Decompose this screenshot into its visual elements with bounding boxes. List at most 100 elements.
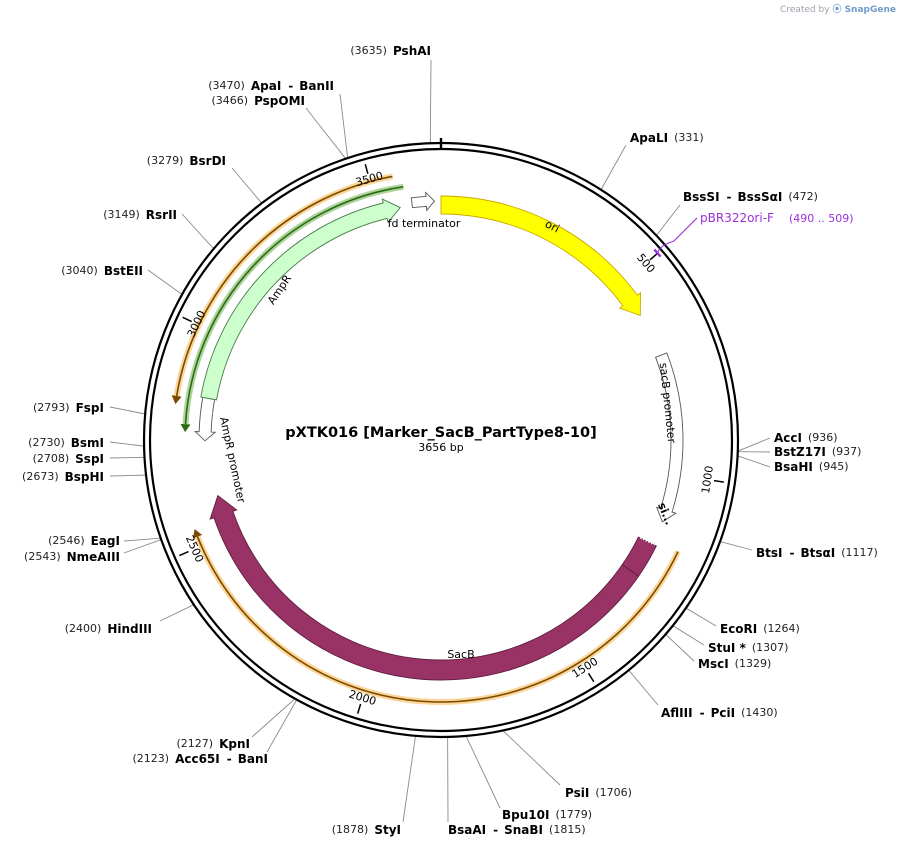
feature-sacb[interactable] <box>209 494 640 681</box>
enzyme-name: BstZ17I <box>774 445 826 459</box>
site-position: (3149) <box>103 208 140 221</box>
enzyme-name: KpnI <box>219 737 250 751</box>
leader-2730 <box>109 441 145 447</box>
tick-1500 <box>587 672 595 683</box>
site-label-472[interactable]: BssSI-BssSαI(472) <box>683 190 818 204</box>
orf-0[interactable] <box>196 536 679 703</box>
enzyme-name: BsrDI <box>189 154 226 168</box>
site-position: (2708) <box>33 452 70 465</box>
site-label-1264[interactable]: EcoRI(1264) <box>720 622 800 636</box>
leader-3279 <box>231 167 263 204</box>
site-label-3040[interactable]: (3040)BstEII <box>61 264 143 278</box>
feature-junction-mark <box>639 537 655 546</box>
site-position: (2400) <box>65 622 102 635</box>
feature-sacb-promoter[interactable] <box>655 352 684 523</box>
site-position: (1307) <box>752 641 789 654</box>
enzyme-name: BanI <box>238 752 268 766</box>
enzyme-name: EagI <box>91 534 120 548</box>
site-label-1779[interactable]: Bpu10I (1779) <box>502 808 592 822</box>
site-label-1430[interactable]: AflIII-PciI(1430) <box>661 706 778 720</box>
tick-500 <box>649 252 659 261</box>
tick-label-2500: 2500 <box>183 533 206 564</box>
enzyme-name: ApaLI <box>630 131 668 145</box>
orf-1[interactable] <box>175 175 393 397</box>
site-label-1815[interactable]: BsaAI-SnaBI(1815) <box>448 823 586 837</box>
leader-2400 <box>159 604 195 622</box>
site-position: (1706) <box>595 786 632 799</box>
enzyme-name: PciI <box>711 706 736 720</box>
feature-fd-terminator[interactable] <box>410 191 436 212</box>
site-position: (3470) <box>208 79 245 92</box>
leader-2673 <box>109 474 147 477</box>
site-position: (1329) <box>735 657 772 670</box>
site-label-2546[interactable]: (2546)EagI <box>48 534 120 548</box>
site-label-2127[interactable]: (2127) KpnI <box>177 737 250 751</box>
enzyme-name: Bpu10I <box>502 808 549 822</box>
enzyme-name: HindIII <box>107 622 152 636</box>
leader-1779 <box>465 735 501 809</box>
orf-2-head <box>180 423 191 433</box>
leader-945 <box>737 455 771 468</box>
enzyme-name: BssSI <box>683 190 720 204</box>
leader-1307 <box>672 625 705 646</box>
site-position: (936) <box>808 431 838 444</box>
credit-brand: SnapGene <box>844 5 896 15</box>
leader-2793 <box>109 406 146 415</box>
orf-0-head <box>192 529 203 539</box>
enzyme-name: BsaHI <box>774 460 813 474</box>
feature-label-ampr-promoter: AmpR promoter <box>217 416 248 505</box>
site-label-937[interactable]: BstZ17I(937) <box>774 445 861 459</box>
site-label-945[interactable]: BsaHI (945) <box>774 460 849 474</box>
leader-3470 <box>339 93 349 159</box>
restriction-site-labels[interactable]: (3635)PshAI ApaLI(331) BssSI-BssSαI(472) Ac… <box>22 44 878 837</box>
site-separator: - <box>227 752 232 766</box>
leader-2543 <box>123 539 162 554</box>
feature-ori[interactable] <box>440 195 641 317</box>
site-position: (1264) <box>763 622 800 635</box>
leader-2546 <box>123 537 161 542</box>
site-label-331[interactable]: ApaLI(331) <box>630 131 704 145</box>
leader-2708 <box>109 456 145 459</box>
primer-name[interactable]: pBR322ori-F <box>700 211 774 225</box>
enzyme-name: BsmI <box>71 436 104 450</box>
site-label-3149[interactable]: (3149)RsrII <box>103 208 177 222</box>
feature-ampr-promoter[interactable] <box>193 396 217 442</box>
site-label-2708[interactable]: (2708)SspI <box>33 452 104 466</box>
site-label-1117[interactable]: BtsI-BtsαI(1117) <box>756 546 878 560</box>
site-label-2730[interactable]: (2730) BsmI <box>28 436 104 450</box>
plasmid-size: 3656 bp <box>418 441 463 454</box>
site-position: (2123) <box>132 752 169 765</box>
site-label-3470[interactable]: (3470)ApaI-BanII <box>208 79 334 93</box>
site-label-1878[interactable]: (1878)StyI <box>332 823 401 837</box>
site-label-2400[interactable]: (2400) HindIII <box>65 622 152 636</box>
feature-label-fd-terminator: fd terminator <box>388 217 461 230</box>
site-label-1307[interactable]: StuI *(1307) <box>708 641 788 655</box>
tick-2000 <box>356 703 362 714</box>
enzyme-name: PshAI <box>393 44 431 58</box>
orf-2[interactable] <box>184 185 404 425</box>
site-label-2123[interactable]: (2123)Acc65I-BanI <box>132 752 268 766</box>
site-label-3466[interactable]: (3466)PspOMI <box>211 94 305 108</box>
enzyme-name: NmeAIII <box>67 550 120 564</box>
site-position: (945) <box>819 460 849 473</box>
site-separator: - <box>700 706 705 720</box>
created-by-credit: Created by ⦿ SnapGene <box>780 2 896 15</box>
tick-label-1000: 1000 <box>699 465 716 495</box>
site-position: (2730) <box>28 436 65 449</box>
site-label-2793[interactable]: (2793)FspI <box>33 401 104 415</box>
leader-3149 <box>181 213 215 250</box>
site-label-936[interactable]: AccI(936) <box>774 431 838 445</box>
orf-arrows <box>171 173 681 705</box>
leader-1264 <box>685 607 717 627</box>
site-label-3635[interactable]: (3635)PshAI <box>350 44 431 58</box>
site-position: (472) <box>788 190 818 203</box>
primer-mark: pBR322ori-F(490 .. 509) <box>653 211 854 258</box>
site-label-2543[interactable]: (2543)NmeAIII <box>24 550 120 564</box>
site-label-3279[interactable]: (3279)BsrDI <box>147 154 226 168</box>
site-position: (2127) <box>177 737 214 750</box>
feature-ampr[interactable] <box>200 198 401 401</box>
site-label-1706[interactable]: PsiI(1706) <box>565 786 632 800</box>
site-label-1329[interactable]: MscI(1329) <box>698 657 771 671</box>
site-position: (1779) <box>555 808 592 821</box>
site-label-2673[interactable]: (2673)BspHI <box>22 470 104 484</box>
